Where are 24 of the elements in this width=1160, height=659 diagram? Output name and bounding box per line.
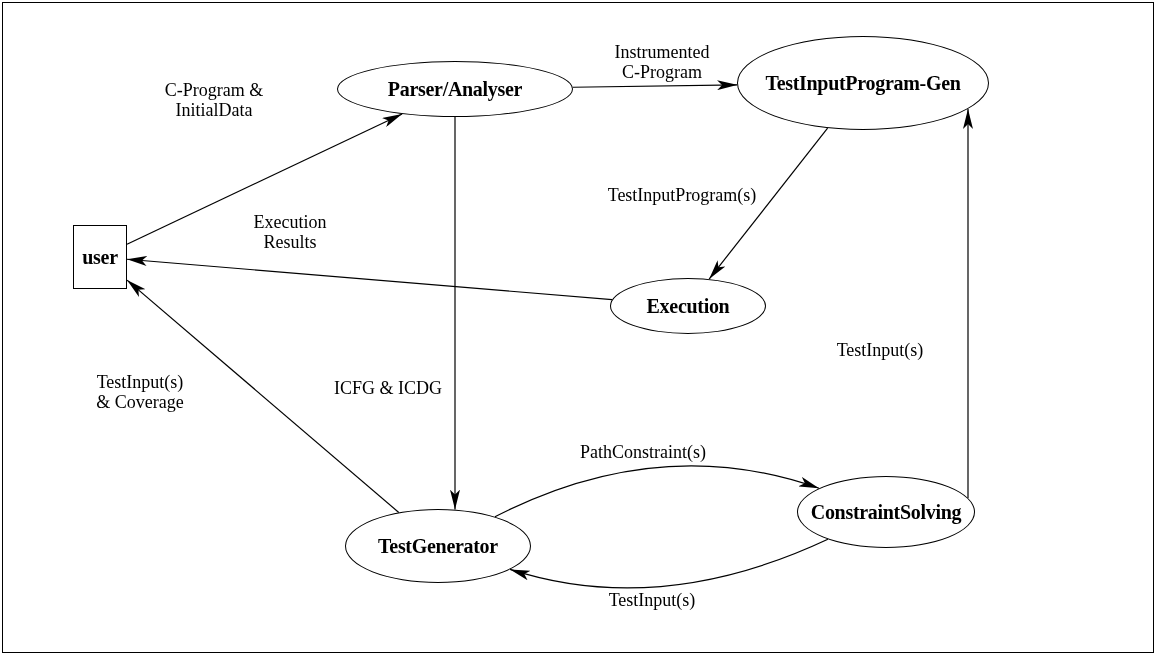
node-label: TestInputProgram-Gen xyxy=(765,71,961,95)
node-label: ConstraintSolving xyxy=(810,500,962,524)
arrow xyxy=(963,108,973,499)
node-label: user xyxy=(82,245,118,269)
arrow xyxy=(509,538,829,589)
edge-label: Instrumented C-Program xyxy=(613,42,711,82)
edge-label: TestInput(s) xyxy=(608,590,696,610)
edge-label: TestInput(s) & Coverage xyxy=(95,372,185,412)
edge-label: TestInput(s) xyxy=(836,340,924,360)
arrow xyxy=(494,465,820,518)
node-label: Execution xyxy=(646,294,730,318)
actor-box xyxy=(73,225,127,289)
edge-label: Execution Results xyxy=(252,212,328,252)
edge-label: TestInputProgram(s) xyxy=(607,185,757,205)
node-label: TestGenerator xyxy=(378,534,498,558)
arrow xyxy=(450,116,460,511)
node-label: Parser/Analyser xyxy=(387,77,523,101)
arrow xyxy=(126,255,613,301)
arrow xyxy=(126,279,400,514)
arrow xyxy=(572,80,738,91)
edge-label: PathConstraint(s) xyxy=(580,442,706,462)
edge-label: ICFG & ICDG xyxy=(334,378,442,398)
arrow xyxy=(126,113,403,245)
edge-label: C-Program & InitialData xyxy=(164,80,264,120)
